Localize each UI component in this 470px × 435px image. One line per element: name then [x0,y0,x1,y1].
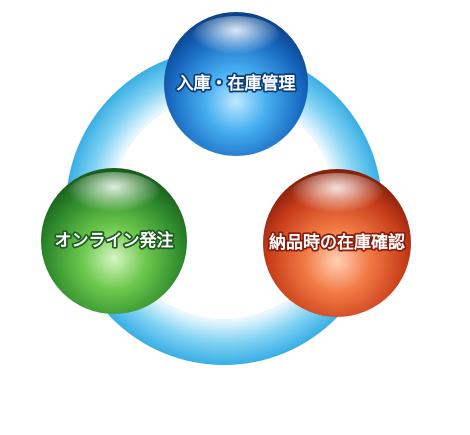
node-right-label: 納品時の在庫確認 [269,232,405,253]
node-top-label: 入庫・在庫管理 [177,73,296,94]
node-left-label: オンライン発注 [55,230,174,251]
node-left: オンライン発注 [41,168,187,314]
node-top: 入庫・在庫管理 [164,12,308,156]
node-right: 納品時の在庫確認 [263,169,411,317]
